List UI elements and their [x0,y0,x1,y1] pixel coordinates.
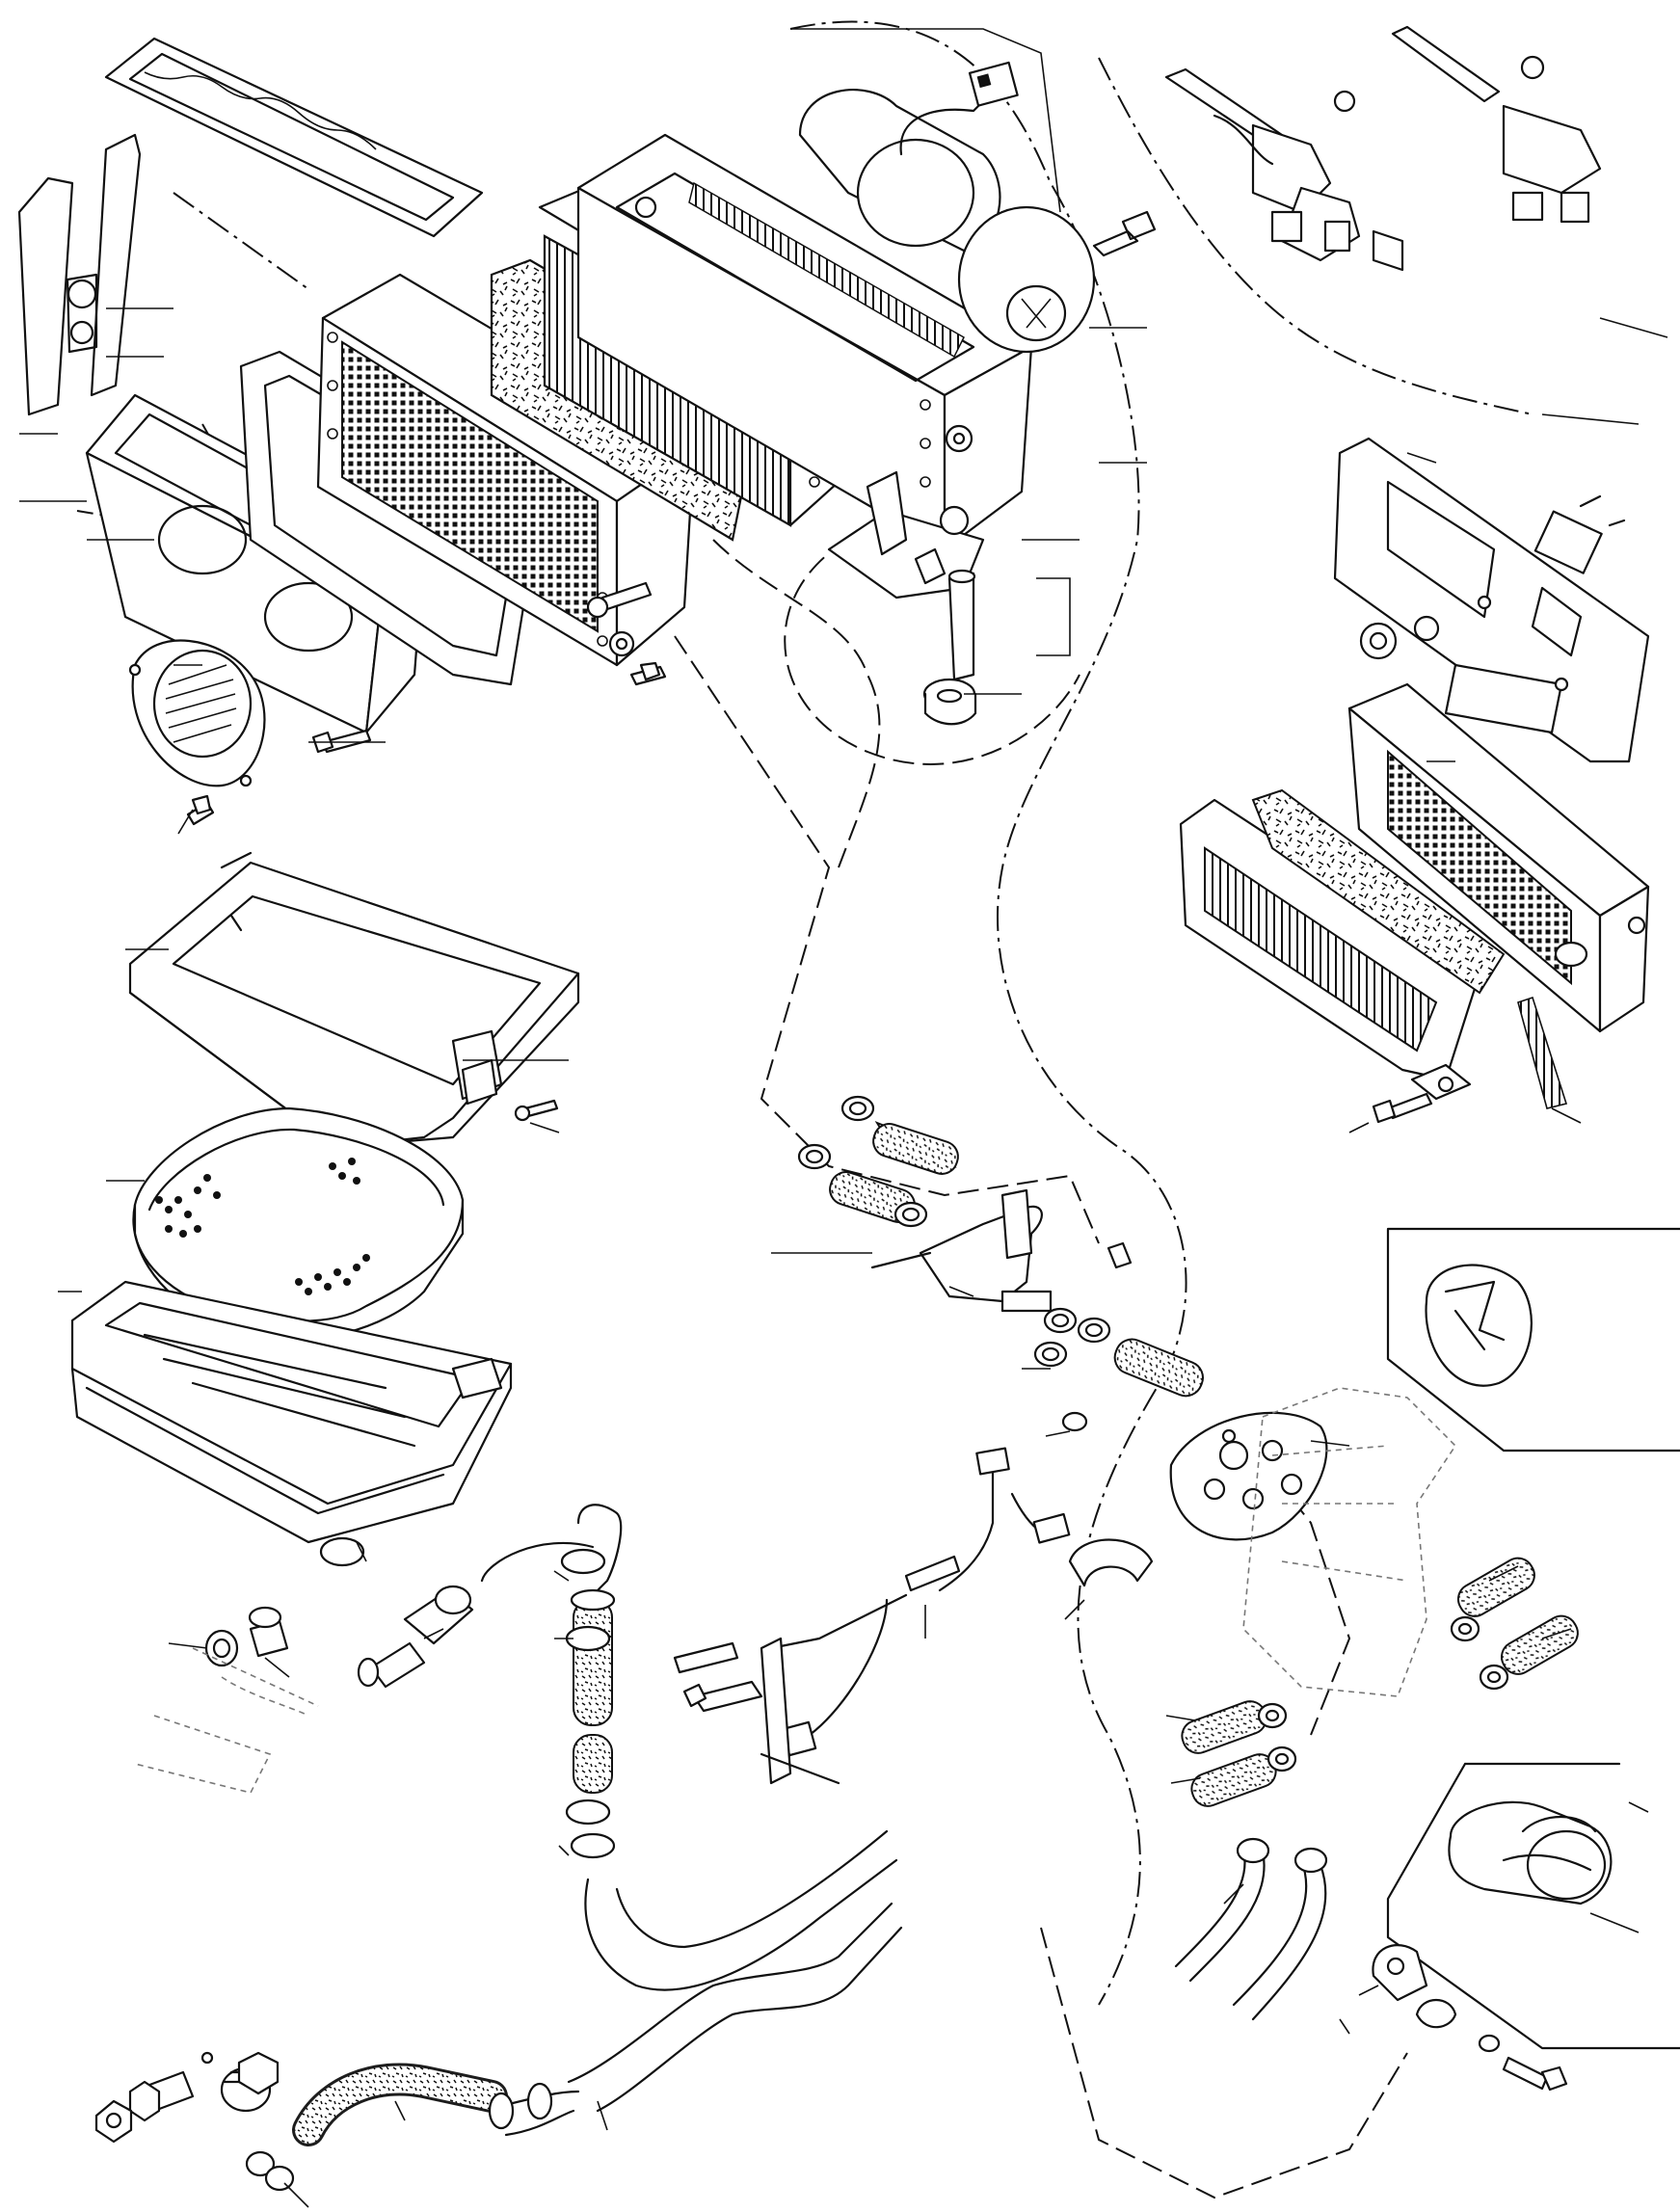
switch-linkage [1164,25,1602,272]
lower-left-fittings [94,1585,474,2144]
filter-frame [128,851,580,1149]
hose-clamps-center [797,1095,1111,1344]
route-dash-left [674,635,1100,1244]
left-bracket-pair [17,133,142,416]
hose-right-mid [1033,1338,1204,1432]
inset-knob [1386,1227,1680,1452]
blower-housing [576,61,1157,551]
louvered-grille [1179,788,1568,1124]
route-dashdot-main [789,20,1187,2006]
water-valve [827,424,985,600]
pipe-stub [922,569,977,726]
control-panel [1333,437,1650,763]
hardware-cluster-left [186,581,667,826]
route-dash-mid [712,539,881,868]
lower-hose-run [245,1504,903,2192]
leader-lines [19,28,1668,2208]
inset-motor [1386,1762,1680,2050]
hose-assembly-center [797,1095,1133,1344]
hose-right-lower [1174,1557,1579,2021]
filter-tray [70,1280,513,1567]
ghost-engine-block [134,1387,1457,1794]
flange-plate [1169,1411,1328,1541]
circular-vent [128,639,266,787]
route-dash-bottom [1040,1927,1408,2199]
p-clamp-hardware [1372,1944,1568,2092]
route-dash-heater [784,539,1080,765]
hose-bracket [682,1637,840,1785]
route-dashdot-right [1098,57,1533,415]
wiring-harness [673,1447,1154,1757]
top-gasket [104,37,484,238]
outlet-box [1347,682,1650,1033]
